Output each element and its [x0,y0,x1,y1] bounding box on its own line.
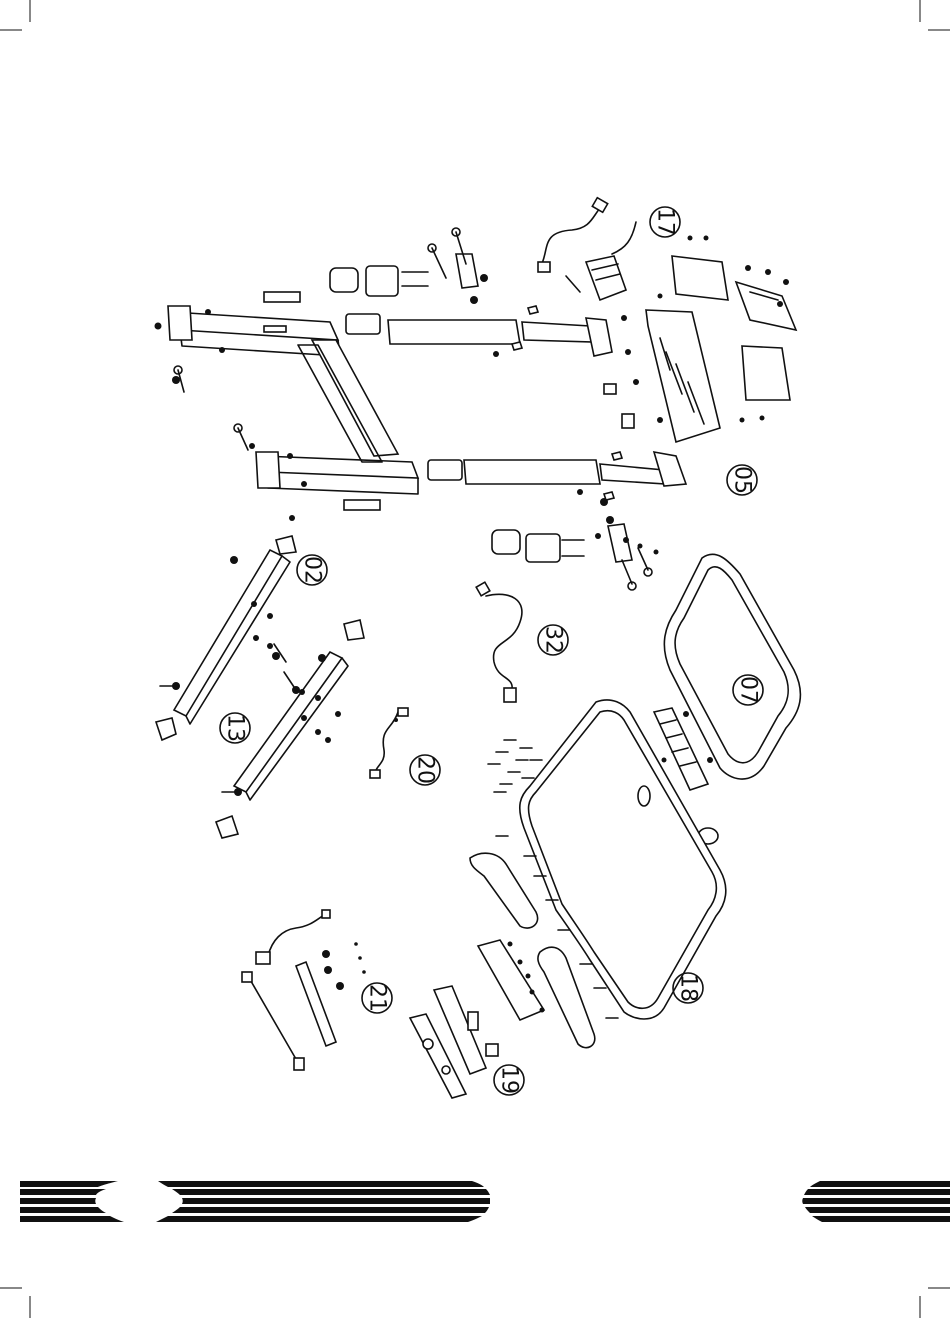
part-label-20: 20 [410,755,440,785]
part-label-text-17: 17 [653,208,678,236]
power-cord [476,582,522,702]
footer-stripes-right [802,1181,950,1222]
part-label-text-05: 05 [730,466,755,494]
knob-assembly-bottom [492,530,584,562]
footer-stripes-left [20,1181,124,1222]
part-label-text-13: 13 [223,714,248,742]
console-assembly [410,986,498,1098]
footer-stripe-band [20,1181,950,1222]
footer-stripes-center [156,1181,490,1222]
handrail-right [538,947,595,1047]
console-base [478,940,545,1020]
part-label-07: 07 [733,675,763,705]
base-rail-assembly [156,536,364,838]
motor-assembly [538,198,636,428]
part-label-05: 05 [727,465,757,495]
sensor-wire [370,708,408,778]
part-label-02: 02 [297,555,327,585]
part-label-text-20: 20 [413,756,438,784]
part-label-text-21: 21 [365,984,390,1012]
part-label-text-18: 18 [676,974,701,1002]
part-label-text-02: 02 [300,556,325,584]
knob-assembly-top [330,266,428,296]
part-label-text-07: 07 [736,676,761,704]
part-label-text-19: 19 [497,1066,522,1094]
part-label-13: 13 [220,713,250,743]
part-label-32: 32 [538,625,568,655]
part-label-19: 19 [494,1065,524,1095]
part-label-21: 21 [362,983,392,1013]
part-label-18: 18 [673,973,703,1003]
motor-cover-assembly [621,236,796,443]
cable-parts [242,910,366,1070]
part-label-17: 17 [650,207,680,237]
part-label-text-32: 32 [541,626,566,654]
handrail-left [470,853,538,928]
